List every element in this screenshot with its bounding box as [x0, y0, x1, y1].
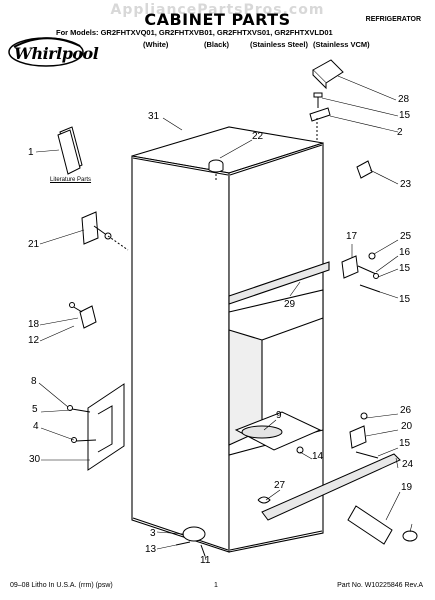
- callout-19: 19: [401, 482, 413, 493]
- callout-18: 18: [28, 319, 40, 330]
- part-27: [257, 496, 271, 504]
- footer-page-number: 1: [214, 582, 218, 589]
- callout-23: 23: [400, 179, 412, 190]
- footer-part-number: Part No. W10225846 Rev.A: [337, 582, 423, 589]
- callout-9: 9: [276, 410, 282, 421]
- callout-30: 30: [29, 454, 41, 465]
- variant-stainless: (Stainless Steel): [250, 40, 308, 49]
- part-bracket-17: [341, 252, 381, 293]
- part-9-14: [234, 411, 322, 454]
- callout-13: 13: [145, 544, 157, 555]
- callout-31: 31: [148, 111, 160, 122]
- part-23: [356, 160, 373, 179]
- callout-3: 3: [150, 528, 156, 539]
- watermark: AppliancePartsPros.com: [110, 2, 325, 18]
- doc-type-label: REFRIGERATOR: [365, 16, 421, 23]
- literature-parts: [57, 126, 83, 175]
- part-hinge-21: [81, 211, 129, 251]
- callout-25: 25: [400, 231, 412, 242]
- callout-14: 14: [312, 451, 324, 462]
- part-18-12: [69, 302, 97, 329]
- models-line: For Models: GR2FHTXVQ01, GR2FHTXVB01, GR…: [56, 28, 333, 37]
- variant-stainless-vcm: (Stainless VCM): [313, 40, 370, 49]
- callout-4: 4: [33, 421, 39, 432]
- callout-5: 5: [32, 404, 38, 415]
- refrigerator-cabinet: [131, 126, 330, 553]
- callout-24: 24: [402, 459, 414, 470]
- brand-logo: [8, 37, 84, 67]
- variant-white: (White): [143, 40, 169, 49]
- part-bracket-20: [349, 412, 379, 459]
- callout-22: 22: [252, 131, 264, 142]
- part-handle-30: [67, 383, 125, 471]
- part-cap: [208, 159, 224, 182]
- leader-lines: [35, 75, 413, 561]
- callout-29: 29: [284, 299, 296, 310]
- callout-15-top: 15: [399, 110, 411, 121]
- callout-16: 16: [399, 247, 411, 258]
- callout-1: 1: [28, 147, 34, 158]
- literature-parts-label: Literature Parts: [50, 177, 92, 183]
- callout-26: 26: [400, 405, 412, 416]
- variant-black: (Black): [204, 40, 230, 49]
- callout-11: 11: [200, 555, 211, 566]
- brand-name: Whirlpool: [14, 44, 99, 63]
- callout-21: 21: [28, 239, 40, 250]
- part-rail-24: [261, 453, 401, 521]
- callout-15-mid: 15: [399, 263, 411, 274]
- callout-15-lower: 15: [399, 294, 411, 305]
- part-tube-19: [347, 505, 418, 545]
- top-hinge: [309, 59, 344, 140]
- callout-20: 20: [401, 421, 413, 432]
- callout-2: 2: [397, 127, 403, 138]
- callout-8: 8: [31, 376, 37, 387]
- footer-litho: 09–08 Litho In U.S.A. (rrm) (psw): [10, 582, 113, 589]
- page-title: CABINET PARTS: [144, 10, 291, 29]
- callout-27: 27: [274, 480, 286, 491]
- callout-17: 17: [346, 231, 358, 242]
- callout-28: 28: [398, 94, 410, 105]
- callout-12: 12: [28, 335, 40, 346]
- callout-15-bottom: 15: [399, 438, 411, 449]
